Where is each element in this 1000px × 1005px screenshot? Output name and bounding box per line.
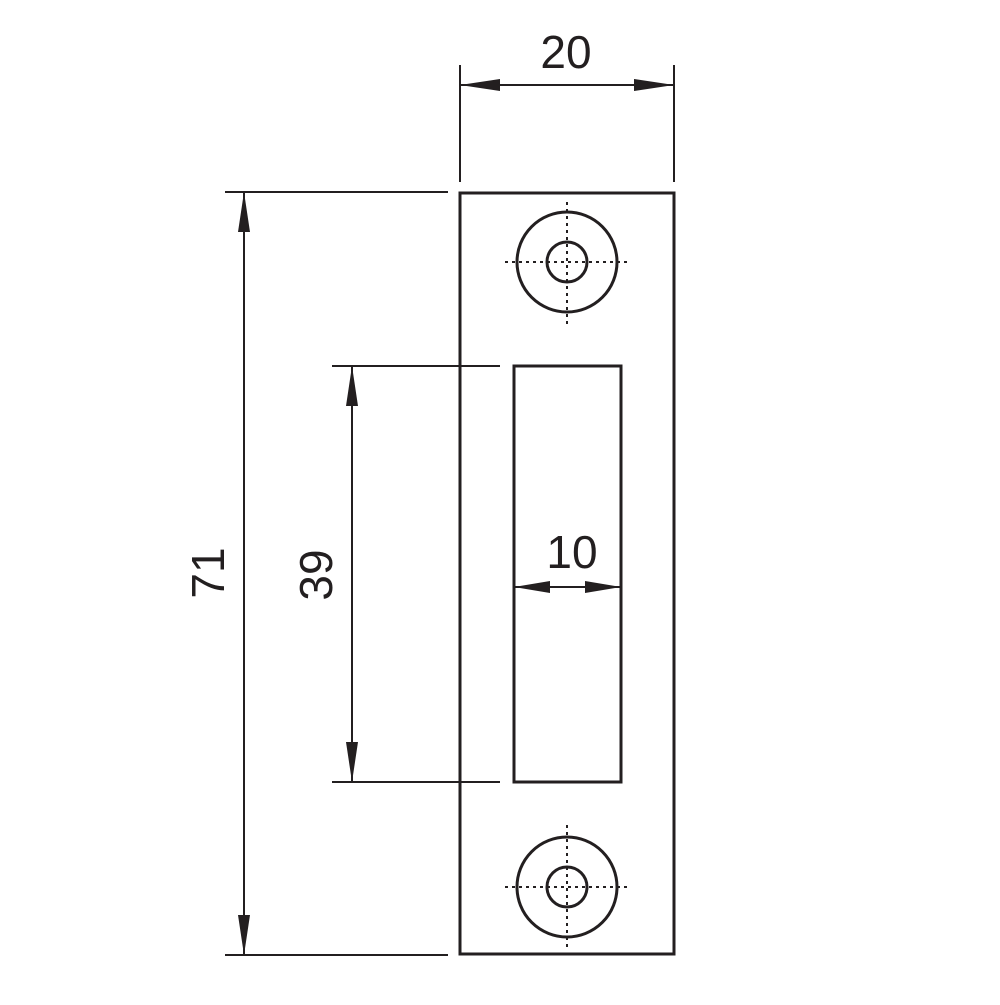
slot-width-arrow-left xyxy=(514,581,550,593)
height-dimension: 71 xyxy=(182,191,448,956)
bottom-hole-inner-ring xyxy=(545,865,589,909)
slot-height-dimension: 39 xyxy=(290,365,500,783)
top-hole-outer-ring xyxy=(515,210,619,314)
slot-width-dimension: 10 xyxy=(514,526,621,593)
slot-width-arrow-right xyxy=(585,581,621,593)
top-screw-hole xyxy=(505,202,630,324)
width-dimension: 20 xyxy=(459,26,675,182)
height-dimension-label: 71 xyxy=(182,547,234,598)
plate-outline xyxy=(458,191,676,956)
slot-height-arrow-bottom xyxy=(346,742,358,782)
width-dimension-label: 20 xyxy=(540,26,591,78)
slot-height-dimension-label: 39 xyxy=(290,549,342,600)
height-arrow-bottom xyxy=(238,915,250,955)
slot-height-arrow-top xyxy=(346,366,358,406)
slot-width-dimension-label: 10 xyxy=(546,526,597,578)
width-arrow-right xyxy=(634,79,674,91)
top-hole-inner-ring xyxy=(545,240,589,284)
bottom-screw-hole xyxy=(505,825,630,948)
width-arrow-left xyxy=(460,79,500,91)
slot-outline xyxy=(512,364,623,784)
bottom-hole-outer-ring xyxy=(515,835,619,939)
height-arrow-top xyxy=(238,192,250,232)
